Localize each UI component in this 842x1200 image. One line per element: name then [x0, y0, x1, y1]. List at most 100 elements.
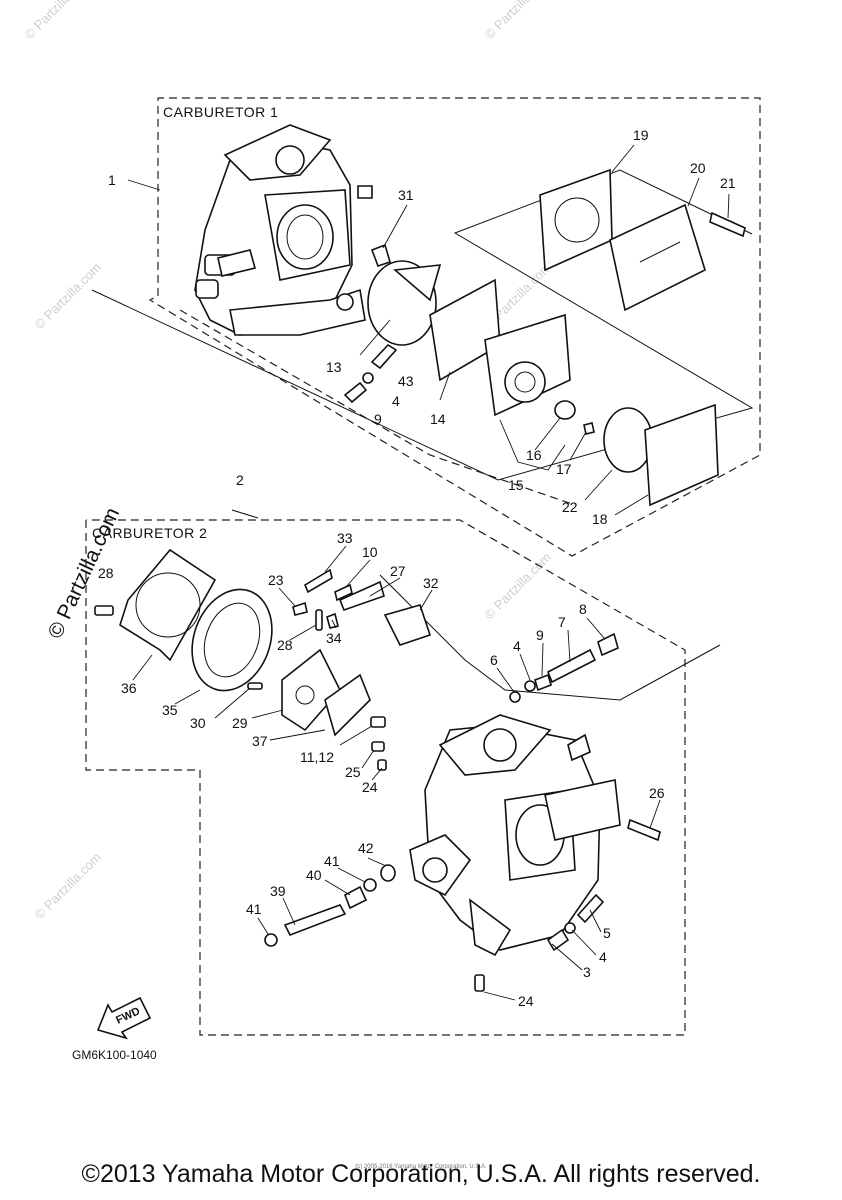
callout-28: 28 — [277, 637, 293, 653]
small-copyright: (c) 2005-2016 Yamaha Motor Corporation, … — [355, 1164, 487, 1170]
callout-30: 30 — [190, 715, 206, 731]
callout-41-b: 41 — [246, 901, 262, 917]
part-9-spring — [343, 381, 368, 404]
part-28-screw — [94, 605, 114, 616]
callout-1: 1 — [108, 172, 116, 188]
part-29-cover — [281, 648, 341, 732]
carburetor-2-group: CARBURETOR 2 — [85, 509, 721, 1040]
callout-5: 5 — [603, 925, 611, 941]
callout-10: 10 — [362, 544, 378, 560]
part-4-oring-b — [524, 680, 536, 692]
callout-24: 24 — [362, 779, 378, 795]
callout-15: 15 — [508, 477, 524, 493]
callout-41: 41 — [324, 853, 340, 869]
callout-25: 25 — [345, 764, 361, 780]
part-28-pin — [315, 609, 323, 631]
callout-11-12: 11,12 — [300, 749, 334, 765]
callout-21: 21 — [720, 175, 736, 191]
part-18-cover — [644, 403, 719, 507]
fwd-arrow-icon: FWD — [96, 996, 152, 1040]
watermark: © Partzilla.com — [482, 0, 555, 42]
part-25-screw — [371, 741, 385, 752]
part-4-oring — [362, 372, 374, 384]
copyright-notice: ©2013 Yamaha Motor Corporation, U.S.A. A… — [81, 1160, 761, 1188]
carburetor-2-title: CARBURETOR 2 — [92, 525, 207, 541]
leader-lines-2 — [132, 545, 661, 1001]
callout-32: 32 — [423, 575, 439, 591]
carburetor-1-title: CARBURETOR 1 — [163, 104, 278, 120]
part-19-gasket — [539, 168, 613, 272]
callout-16: 16 — [526, 447, 542, 463]
part-23-screw — [292, 601, 308, 616]
part-32-valve — [383, 604, 432, 646]
callout-26: 26 — [649, 785, 665, 801]
callout-22: 22 — [562, 499, 578, 515]
callout-2: 2 — [236, 472, 244, 488]
callout-4-c: 4 — [599, 949, 607, 965]
watermark: © Partzilla.com — [22, 0, 95, 42]
part-16-disc — [554, 400, 576, 420]
callout-28-left: 28 — [98, 565, 114, 581]
callout-19: 19 — [633, 127, 649, 143]
part-17-screw — [583, 422, 595, 435]
callout-4: 4 — [392, 393, 400, 409]
part-31-screw — [370, 243, 391, 268]
callout-3: 3 — [583, 964, 591, 980]
diagram-code: GM6K100-1040 — [72, 1048, 157, 1062]
callout-18: 18 — [592, 511, 608, 527]
callout-39: 39 — [270, 883, 286, 899]
callout-34: 34 — [326, 630, 342, 646]
callout-6: 6 — [490, 652, 498, 668]
part-30-screw — [247, 682, 263, 690]
callout-40: 40 — [306, 867, 322, 883]
callout-35: 35 — [162, 702, 178, 718]
callout-9-b: 9 — [536, 627, 544, 643]
callout-29: 29 — [232, 715, 248, 731]
leader-lines-1 — [127, 144, 730, 516]
watermark: © Partzilla.com — [32, 850, 105, 923]
watermark: © Partzilla.com — [482, 550, 555, 623]
callout-14: 14 — [430, 411, 446, 427]
callout-17: 17 — [556, 461, 572, 477]
part-40-spring — [343, 885, 368, 910]
callout-27: 27 — [390, 563, 406, 579]
carburetor-1-body — [194, 124, 373, 336]
part-26-bolt — [627, 818, 661, 842]
part-39-needle — [283, 904, 347, 937]
part-22-diaphragm — [603, 407, 653, 473]
part-8-plug — [597, 632, 619, 657]
part-27-plate — [338, 580, 385, 612]
callout-31: 31 — [398, 187, 414, 203]
part-9-spring-b — [534, 673, 552, 692]
callout-37: 37 — [252, 733, 268, 749]
part-24-screw-a — [377, 759, 387, 771]
callout-24-b: 24 — [518, 993, 534, 1009]
part-21-bolt — [709, 211, 746, 238]
carburetor-2-body — [409, 714, 621, 957]
callout-42: 42 — [358, 840, 374, 856]
part-6-clip — [509, 691, 521, 703]
callout-4-b: 4 — [513, 638, 521, 654]
callout-13: 13 — [326, 359, 342, 375]
part-42-oring — [380, 864, 396, 882]
part-20-cover — [609, 203, 706, 312]
part-37-gasket — [324, 673, 371, 737]
carburetor-1-group: CARBURETOR 1 — [91, 97, 761, 557]
callout-23: 23 — [268, 572, 284, 588]
callout-43: 43 — [398, 373, 414, 389]
part-15-pump-body — [484, 313, 571, 417]
callout-20: 20 — [690, 160, 706, 176]
part-41-oring-b — [264, 933, 278, 947]
part-7-needle — [546, 648, 597, 684]
callout-8: 8 — [579, 601, 587, 617]
part-11-12-screw — [370, 716, 386, 728]
callout-33: 33 — [337, 530, 353, 546]
part-35-diaphragm — [191, 588, 273, 692]
callout-7: 7 — [558, 614, 566, 630]
part-36-gasket — [119, 548, 217, 662]
part-33-lever — [303, 568, 333, 594]
part-43-screw — [370, 343, 398, 370]
callout-36: 36 — [121, 680, 137, 696]
callout-labels: 1 2 19 20 21 31 13 43 4 9 14 16 17 15 22… — [98, 127, 736, 1009]
